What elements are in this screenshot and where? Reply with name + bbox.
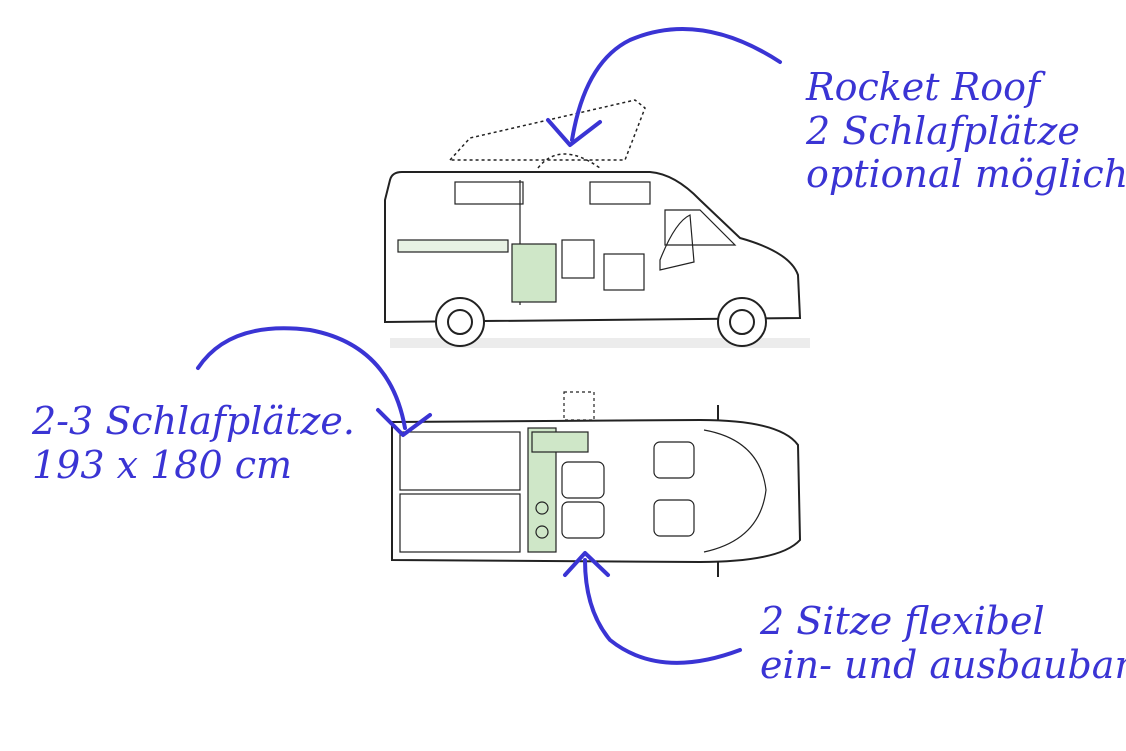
bed-bottom — [399, 493, 521, 553]
sleeping-line2: 193 x 180 cm — [32, 442, 293, 487]
rear-bed — [397, 239, 509, 253]
bed-top — [399, 431, 521, 491]
kitchen-block — [511, 243, 557, 303]
seats-line2: ein- und ausbaubar — [760, 642, 1126, 687]
cab-seat — [653, 441, 695, 479]
annotation-arrows — [196, 27, 782, 665]
seat-block — [561, 239, 595, 279]
open-door-outline — [563, 391, 595, 421]
roof-hatch — [537, 153, 601, 169]
arrow-sleeping — [196, 326, 407, 430]
van-top-body — [391, 418, 802, 564]
seats-annotation: 2 Sitze flexibel ein- und ausbaubar — [760, 599, 1126, 687]
front-wheel-hub — [729, 309, 755, 335]
windshield — [664, 209, 737, 246]
van-side-view — [384, 99, 810, 348]
seat-block — [603, 253, 645, 291]
flexible-seat — [561, 461, 605, 499]
front-wheel — [717, 297, 767, 347]
rocket-roof-annotation: Rocket Roof 2 Schlafplätze optional mögl… — [806, 65, 1126, 197]
cab-seat — [653, 499, 695, 537]
van-body — [384, 171, 802, 324]
sleeping-line1: 2-3 Schlafplätze. — [32, 399, 355, 443]
rocket-roof-outline — [448, 99, 646, 161]
sleeping-annotation: 2-3 Schlafplätze. 193 x 180 cm — [32, 399, 355, 487]
arrow-roof-head — [546, 118, 602, 147]
ground-shadow — [390, 338, 810, 348]
rocket-roof-line2: 2 Schlafplätze — [806, 108, 1080, 153]
rear-wheel-hub — [447, 309, 473, 335]
rocket-roof-line1: Rocket Roof — [806, 65, 1041, 109]
stove-burner — [535, 525, 549, 539]
stove-burner — [535, 501, 549, 515]
arrow-seats-head — [563, 551, 610, 577]
side-window — [589, 181, 651, 205]
side-window — [454, 181, 524, 205]
arrow-sleeping-head — [376, 408, 432, 437]
rear-wheel — [435, 297, 485, 347]
seats-line1: 2 Sitze flexibel — [760, 599, 1045, 643]
arrow-seats — [583, 558, 742, 665]
dashboard — [703, 429, 767, 553]
van-top-view — [391, 391, 802, 577]
rocket-roof-line3: optional möglich — [806, 152, 1126, 197]
flexible-seat — [561, 501, 605, 539]
sink — [531, 431, 589, 453]
arrow-roof — [570, 27, 782, 142]
driver-seat — [659, 214, 695, 271]
